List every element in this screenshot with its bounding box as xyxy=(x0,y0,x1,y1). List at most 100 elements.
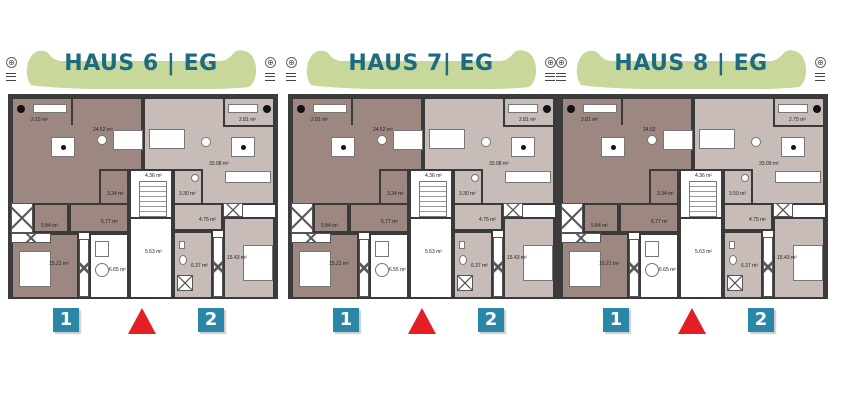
room-hall-left: 6.77 m² xyxy=(619,203,679,233)
area-label: 2.15 m² xyxy=(31,117,48,123)
area-label: 33.08 m² xyxy=(209,161,229,167)
area-label: 6.37 m² xyxy=(471,263,488,269)
sofa-icon xyxy=(699,129,735,149)
unit-2-badge[interactable]: 2 xyxy=(198,308,224,332)
house-title: HAUS 8 | EG xyxy=(614,51,768,76)
menu-icon[interactable] xyxy=(286,73,296,81)
round-table-icon xyxy=(97,135,107,145)
room-bedroom-right: 15.43 m² xyxy=(503,217,555,299)
area-label: 33.09 m² xyxy=(759,161,779,167)
room-living-left-upper xyxy=(623,97,693,127)
wardrobe-icon xyxy=(773,203,793,217)
entrance-arrow-icon xyxy=(128,308,156,334)
house-banner: HAUS 6 | EG xyxy=(21,45,261,89)
stairs-icon xyxy=(689,181,717,217)
house-title: HAUS 6 | EG xyxy=(64,51,218,76)
shower-icon xyxy=(457,275,473,291)
room-balcony-right: 2.81 m² xyxy=(503,97,555,127)
round-table-icon xyxy=(481,137,491,147)
shower-icon xyxy=(727,275,743,291)
area-label: 4.36 m² xyxy=(425,173,442,179)
sink-icon xyxy=(179,241,185,249)
area-label: 24.52 m² xyxy=(93,127,113,133)
room-balcony-left: 2.81 m² xyxy=(291,97,353,127)
unit-1-badge[interactable]: 1 xyxy=(603,308,629,332)
house-banner: HAUS 8 | EG xyxy=(571,45,811,89)
unit-2-badge[interactable]: 2 xyxy=(748,308,774,332)
bed-icon xyxy=(569,251,601,287)
zoom-in-icon[interactable]: ⊕ xyxy=(265,57,276,68)
room-bedroom-right: 15.43 m² xyxy=(773,217,825,299)
area-label: 15.21 m² xyxy=(599,261,619,267)
zoom-in-icon[interactable]: ⊕ xyxy=(556,57,567,68)
lamp-icon xyxy=(521,145,526,150)
bed-icon xyxy=(793,245,823,281)
round-table-icon xyxy=(647,135,657,145)
plant-icon xyxy=(17,105,25,113)
zoom-in-icon[interactable]: ⊕ xyxy=(815,57,826,68)
area-label: 5.63 m² xyxy=(695,249,712,255)
room-bedroom-left: 15.21 m² xyxy=(561,233,629,299)
house-banner: HAUS 7| EG xyxy=(301,45,541,89)
menu-icon[interactable] xyxy=(545,73,555,81)
room-bath-right: 6.37 m² xyxy=(453,231,493,299)
room-stairwell: 4.36 m² xyxy=(129,169,173,219)
lamp-icon xyxy=(341,145,346,150)
room-bath-left: 6.55 m² xyxy=(369,233,409,299)
area-label: 4.75 m² xyxy=(199,217,216,223)
room-living-left-upper xyxy=(73,97,143,127)
zoom-in-icon[interactable]: ⊕ xyxy=(6,57,17,68)
room-hall-right: 4.75 m² xyxy=(173,203,223,231)
sofa-icon xyxy=(429,129,465,149)
tree-bush-icon xyxy=(576,50,806,89)
area-label: 15.21 m² xyxy=(329,261,349,267)
haus-8-floorplan: ⊕ ⊕ HAUS 8 | EG 2.81 m² 24.52 xyxy=(553,40,831,340)
tub-icon xyxy=(95,263,109,277)
plant-icon xyxy=(813,105,821,113)
entrance-arrow-icon xyxy=(678,308,706,334)
bed-icon xyxy=(523,245,553,281)
room-entrance-hall: 5.63 m² xyxy=(129,217,173,299)
room-balcony-left: 2.81 m² xyxy=(561,97,623,127)
area-label: 5.84 m² xyxy=(591,223,608,229)
shower-icon xyxy=(561,203,583,233)
zoom-in-icon[interactable]: ⊕ xyxy=(286,57,297,68)
wardrobe-icon xyxy=(561,233,601,243)
area-label: 2.75 m² xyxy=(789,117,806,123)
room-bath-right: 6.37 m² xyxy=(723,231,763,299)
unit-1-badge[interactable]: 1 xyxy=(53,308,79,332)
bench-icon xyxy=(313,104,347,113)
menu-icon[interactable] xyxy=(265,73,275,81)
washer-icon xyxy=(191,174,199,182)
shower-tray-icon xyxy=(645,241,659,257)
bed-icon xyxy=(299,251,331,287)
area-label: 6.65 m² xyxy=(659,267,676,273)
unit-2-badge[interactable]: 2 xyxy=(478,308,504,332)
plant-icon xyxy=(297,105,305,113)
menu-icon[interactable] xyxy=(556,73,566,81)
unit-1-badge[interactable]: 1 xyxy=(333,308,359,332)
floor-plan: 2.81 m² 24.52 m² 33.08 m² 2.81 m² xyxy=(288,94,558,299)
menu-icon[interactable] xyxy=(6,73,16,81)
plant-icon xyxy=(567,105,575,113)
area-label: 2.81 m² xyxy=(519,117,536,123)
entrance-arrow-icon xyxy=(408,308,436,334)
room-wc-left: 5.84 m² xyxy=(33,203,69,233)
room-bath-left: 6.65 m² xyxy=(639,233,679,299)
wardrobe-icon xyxy=(359,239,369,297)
area-label: 3.34 m² xyxy=(107,191,124,197)
area-label: 6.37 m² xyxy=(741,263,758,269)
toilet-icon xyxy=(179,255,187,265)
sofa-icon xyxy=(149,129,185,149)
zoom-in-icon[interactable]: ⊕ xyxy=(545,57,556,68)
wardrobe-icon xyxy=(763,237,773,297)
room-balcony-right: 2.81 m² xyxy=(223,97,275,127)
area-label: 4.36 m² xyxy=(695,173,712,179)
plant-icon xyxy=(543,105,551,113)
kitchen-counter-icon xyxy=(505,171,551,183)
area-label: 2.81 m² xyxy=(311,117,328,123)
menu-icon[interactable] xyxy=(815,73,825,81)
area-label: 6.77 m² xyxy=(381,219,398,225)
wardrobe-icon xyxy=(223,203,243,217)
sofa-icon xyxy=(663,130,693,150)
